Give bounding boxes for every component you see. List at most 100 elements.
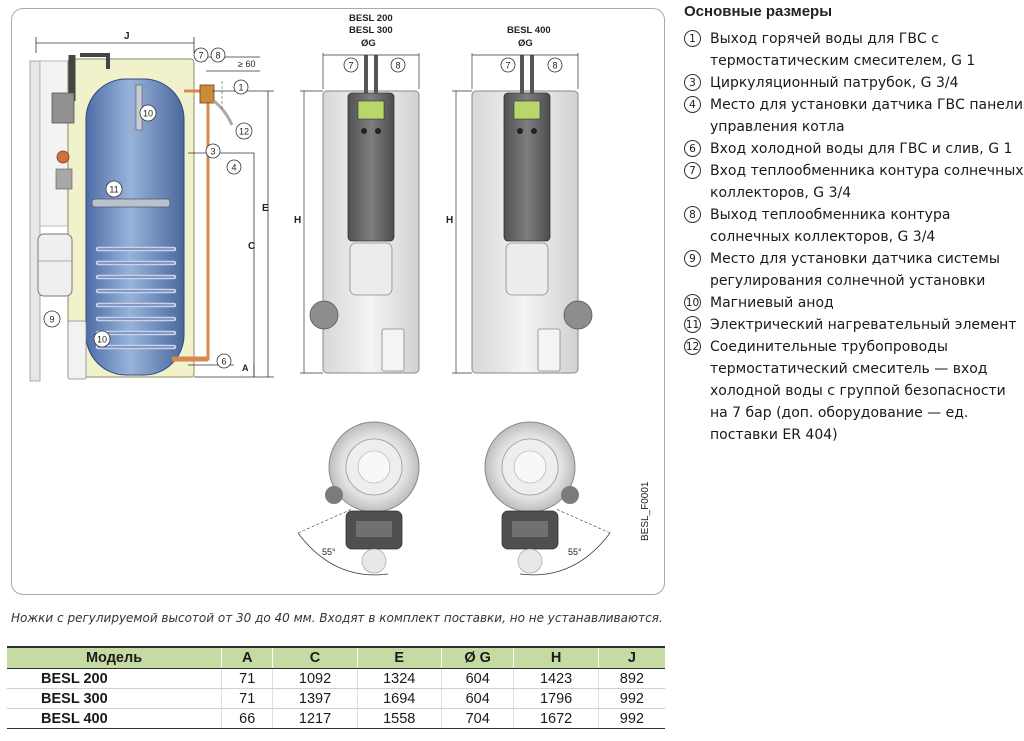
- cell-e: 1324: [356, 668, 442, 689]
- header-g: Ø G: [440, 646, 514, 669]
- cell-e: 1558: [356, 708, 442, 729]
- dim-g-label-2: ØG: [518, 38, 533, 49]
- legend-item: 8 Выход теплообменника контура солнечных …: [684, 204, 1024, 248]
- dim-h-label-1: H: [294, 215, 301, 226]
- dim-e-label: E: [262, 203, 269, 214]
- legend-number-badge: 7: [684, 162, 701, 179]
- dimensions-table: Модель A C E Ø G H J BESL 200 71 1092 13…: [7, 646, 665, 729]
- svg-text:9: 9: [49, 315, 54, 325]
- legend-number-badge: 9: [684, 250, 701, 267]
- cell-c: 1092: [272, 668, 358, 689]
- cell-h: 1672: [513, 708, 599, 729]
- legend-item-text: Место для установки датчика системы регу…: [710, 251, 1000, 289]
- legend-item: 7 Вход теплообменника контура солнечных к…: [684, 160, 1024, 204]
- legend-number-badge: 1: [684, 30, 701, 47]
- legend-title: Основные размеры: [684, 3, 833, 20]
- legend-item-text: Электрический нагревательный элемент: [710, 317, 1017, 333]
- callout-8-front2: 8: [547, 57, 563, 73]
- cell-j: 992: [597, 688, 665, 709]
- svg-text:10: 10: [97, 335, 107, 345]
- table-header-row: Модель A C E Ø G H J: [7, 646, 665, 669]
- legend: Основные размеры 1 Выход горячей воды для…: [684, 0, 1024, 446]
- cell-g: 704: [440, 708, 514, 729]
- dim-g-label-1: ØG: [361, 38, 376, 49]
- svg-text:12: 12: [239, 127, 249, 137]
- callout-10b: 10: [93, 330, 111, 348]
- cell-c: 1217: [272, 708, 358, 729]
- cell-model: BESL 400: [7, 708, 222, 729]
- legend-item: 1 Выход горячей воды для ГВС с термостати…: [684, 28, 1024, 72]
- legend-item-text: Место для установки датчика ГВС панели у…: [710, 97, 1023, 135]
- legend-item: 11 Электрический нагревательный элемент: [684, 314, 1024, 336]
- svg-text:11: 11: [109, 185, 118, 195]
- dim-h-label-2: H: [446, 215, 453, 226]
- cell-g: 604: [440, 668, 514, 689]
- cell-h: 1423: [513, 668, 599, 689]
- header-a: A: [221, 646, 273, 669]
- header-j: J: [597, 646, 665, 669]
- header-model: Модель: [7, 646, 222, 669]
- callout-3: 3: [205, 143, 221, 159]
- legend-item-text: Вход холодной воды для ГВС и слив, G 1: [710, 141, 1013, 157]
- legend-item: 9 Место для установки датчика системы рег…: [684, 248, 1024, 292]
- model-label-200: BESL 200: [349, 13, 393, 24]
- svg-text:8: 8: [395, 61, 400, 71]
- header-e: E: [356, 646, 442, 669]
- svg-text:7: 7: [348, 61, 353, 71]
- legend-item-text: Соединительные трубопроводы термостатиче…: [710, 339, 1006, 443]
- callout-4: 4: [226, 159, 242, 175]
- cell-h: 1796: [513, 688, 599, 709]
- svg-text:1: 1: [238, 83, 243, 93]
- top-view-1: [297, 421, 420, 576]
- svg-text:7: 7: [505, 61, 510, 71]
- model-label-400: BESL 400: [507, 25, 551, 36]
- drawing-code: BESL_F0001: [640, 481, 651, 541]
- cell-model: BESL 300: [7, 688, 222, 709]
- cell-model: BESL 200: [7, 668, 222, 689]
- cell-j: 892: [597, 668, 665, 689]
- legend-item-text: Магниевый анод: [710, 295, 834, 311]
- callout-6: 6: [216, 353, 232, 369]
- technical-drawing-panel: J E C A ≥ 60 7 8 1 10 3 4 12 11 9 10 6 7…: [11, 8, 665, 595]
- angle-label-2: 55°: [568, 547, 582, 557]
- svg-text:4: 4: [231, 163, 236, 173]
- cutaway-view: [29, 37, 274, 382]
- dim-c-label: C: [248, 241, 255, 252]
- header-h: H: [513, 646, 599, 669]
- front-view-besl-200-300: [300, 53, 420, 374]
- legend-item-text: Выход горячей воды для ГВС с термостатич…: [710, 31, 976, 69]
- legend-item: 4 Место для установки датчика ГВС панели …: [684, 94, 1024, 138]
- svg-text:8: 8: [215, 51, 220, 61]
- legend-list: 1 Выход горячей воды для ГВС с термостати…: [684, 28, 1024, 446]
- dim-min-label: ≥ 60: [238, 59, 255, 69]
- cell-c: 1397: [272, 688, 358, 709]
- legend-number-badge: 4: [684, 96, 701, 113]
- dim-j-label: J: [124, 31, 130, 42]
- technical-drawing: J E C A ≥ 60 7 8 1 10 3 4 12 11 9 10 6 7…: [29, 13, 651, 576]
- dim-a-label: A: [242, 363, 249, 373]
- cell-g: 604: [440, 688, 514, 709]
- top-view-2: [484, 421, 611, 576]
- callout-9: 9: [43, 310, 61, 328]
- callout-7: 7: [193, 47, 209, 63]
- legend-number-badge: 11: [684, 316, 701, 333]
- legend-item-text: Вход теплообменника контура солнечных ко…: [710, 163, 1024, 201]
- callout-1: 1: [233, 79, 249, 95]
- angle-label-1: 55°: [322, 547, 336, 557]
- legend-number-badge: 8: [684, 206, 701, 223]
- callout-12: 12: [235, 122, 253, 140]
- callout-8: 8: [210, 47, 226, 63]
- front-view-besl-400: [452, 53, 593, 374]
- svg-text:10: 10: [143, 109, 153, 119]
- callout-7-front1: 7: [343, 57, 359, 73]
- callouts: 7 8 1 10 3 4 12 11 9 10 6: [43, 47, 253, 369]
- legend-item-text: Циркуляционный патрубок, G 3/4: [710, 75, 959, 91]
- svg-text:7: 7: [198, 51, 203, 61]
- callout-8-front1: 8: [390, 57, 406, 73]
- svg-text:8: 8: [552, 61, 557, 71]
- legend-item-text: Выход теплообменника контура солнечных к…: [710, 207, 951, 245]
- cell-e: 1694: [356, 688, 442, 709]
